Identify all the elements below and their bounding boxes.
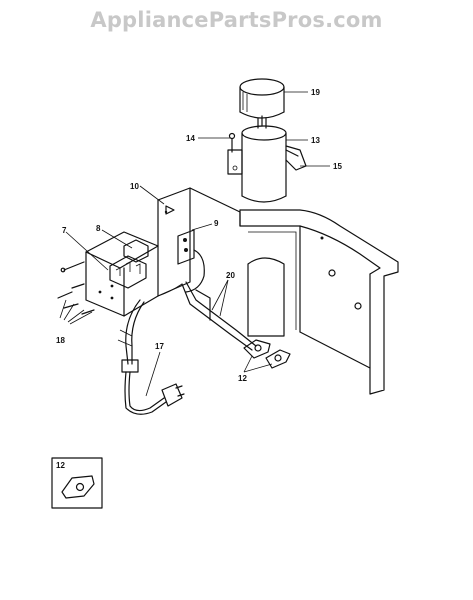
callout-14: 14	[186, 134, 195, 143]
callout-13: 13	[311, 136, 320, 145]
callout-15: 15	[333, 162, 342, 171]
screw[interactable]	[228, 132, 236, 153]
switch[interactable]	[177, 229, 205, 293]
callout-10: 10	[130, 182, 139, 191]
capacitor[interactable]	[241, 115, 287, 203]
callout-8: 8	[96, 224, 101, 233]
mounting-tab	[227, 149, 243, 175]
callout-9: 9	[214, 219, 219, 228]
screw-7[interactable]	[60, 261, 85, 273]
power-cord[interactable]	[117, 299, 185, 415]
callout-18: 18	[56, 336, 65, 345]
capacitor-cap[interactable]	[239, 78, 285, 119]
terminal-block[interactable]	[109, 239, 149, 289]
screws-18[interactable]	[57, 283, 114, 325]
leader-lines	[65, 91, 330, 397]
wire-harness[interactable]	[157, 281, 257, 351]
site-watermark: AppliancePartsPros.com	[90, 8, 383, 32]
callout-7: 7	[62, 226, 67, 235]
thermostat-clip[interactable]	[243, 339, 291, 369]
callout-20: 20	[226, 271, 235, 280]
control-box[interactable]	[85, 187, 241, 317]
inset-detail	[51, 457, 103, 509]
callout-17: 17	[155, 342, 164, 351]
callout-12: 12	[238, 374, 247, 383]
inset-callout-12: 12	[56, 461, 65, 470]
callout-19: 19	[311, 88, 320, 97]
